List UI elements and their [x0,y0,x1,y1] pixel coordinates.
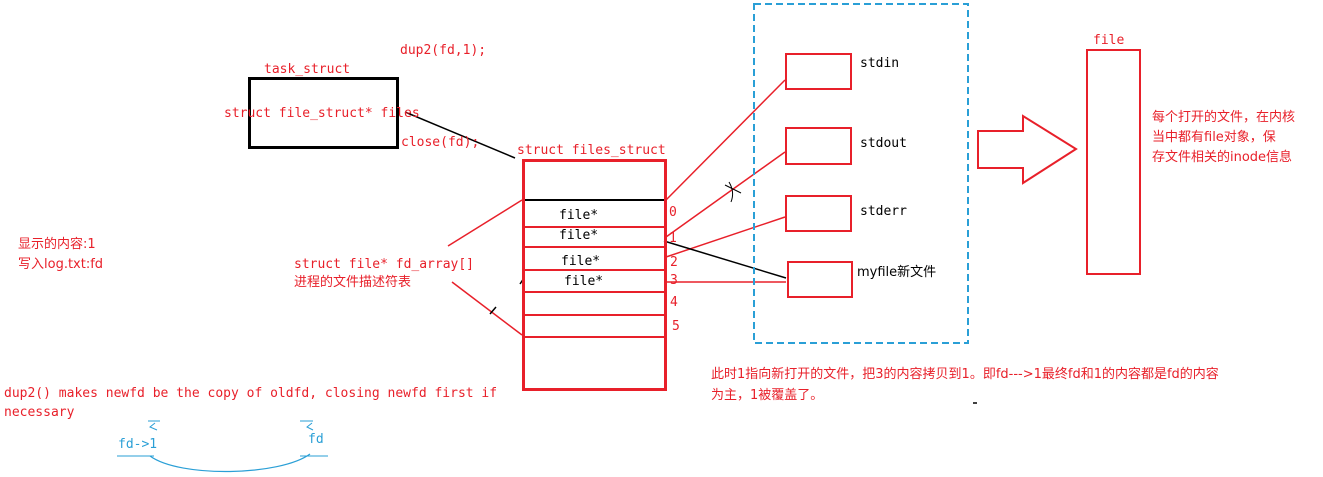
file-object-desc-1: 每个打开的文件，在内核 [1152,110,1296,125]
fd-index-1: 1 [669,231,677,246]
myfile-label: myfile新文件 [857,265,937,280]
files-pointer-line [404,111,516,159]
big-arrow [977,114,1078,185]
fd1-to-myfile-line [663,240,787,279]
display-content-note: 显示的内容:1 [18,237,96,252]
files-struct-box [522,159,667,391]
file-object-label: file [1093,33,1125,48]
stdin-label: stdin [860,56,900,71]
task-struct-label: task_struct [264,62,351,77]
stdout-label: stdout [860,136,907,151]
fd-entry-0: file* [559,208,599,223]
fd-index-0: 0 [669,205,677,220]
fd-annotation: fd [308,432,324,447]
explanation-line-1: 此时1指向新打开的文件，把3的内容拷贝到1。即fd--->1最终fd和1的内容都… [711,367,1219,382]
dup2-call-label: dup2(fd,1); [400,43,487,58]
fd-array-desc: 进程的文件描述符表 [294,275,412,290]
fd1-to-stdout-line [665,151,786,238]
files-struct-label: struct files_struct [517,143,666,158]
fd2-to-stderr-line [665,216,786,258]
file-object-desc-3: 存文件相关的inode信息 [1152,150,1293,165]
dup2-desc-line-2: necessary [4,405,75,420]
open-files-region [753,3,969,344]
file-object-box [1086,49,1141,275]
task-struct-files-field: struct file_struct* files [224,106,420,121]
fd-index-2: 2 [670,255,678,270]
file-object-desc-2: 当中都有file对象，保 [1152,130,1276,145]
stdin-box [785,53,852,90]
explanation-line-2: 为主，1被覆盖了。 [711,388,824,403]
task-struct-box [248,77,399,149]
fd-entry-3: file* [564,274,604,289]
written-content-note: 写入log.txt:fd [18,257,104,272]
fd-array-label: struct file* fd_array[] [294,257,475,272]
fd-index-3: 3 [670,273,678,288]
fd-index-5: 5 [672,319,680,334]
stdout-box [785,127,852,165]
fd0-to-stdin-line [665,79,786,201]
fd-index-4: 4 [670,295,678,310]
fd-entry-2: file* [561,254,601,269]
dup2-desc-line-1: dup2() makes newfd be the copy of oldfd,… [4,386,498,401]
stderr-box [785,195,852,232]
myfile-box [787,261,853,298]
close-call-label: close(fd); [401,135,480,150]
fd-entry-1: file* [559,228,599,243]
fd-to-1-annotation: fd->1 [118,437,158,452]
stderr-label: stderr [860,204,907,219]
